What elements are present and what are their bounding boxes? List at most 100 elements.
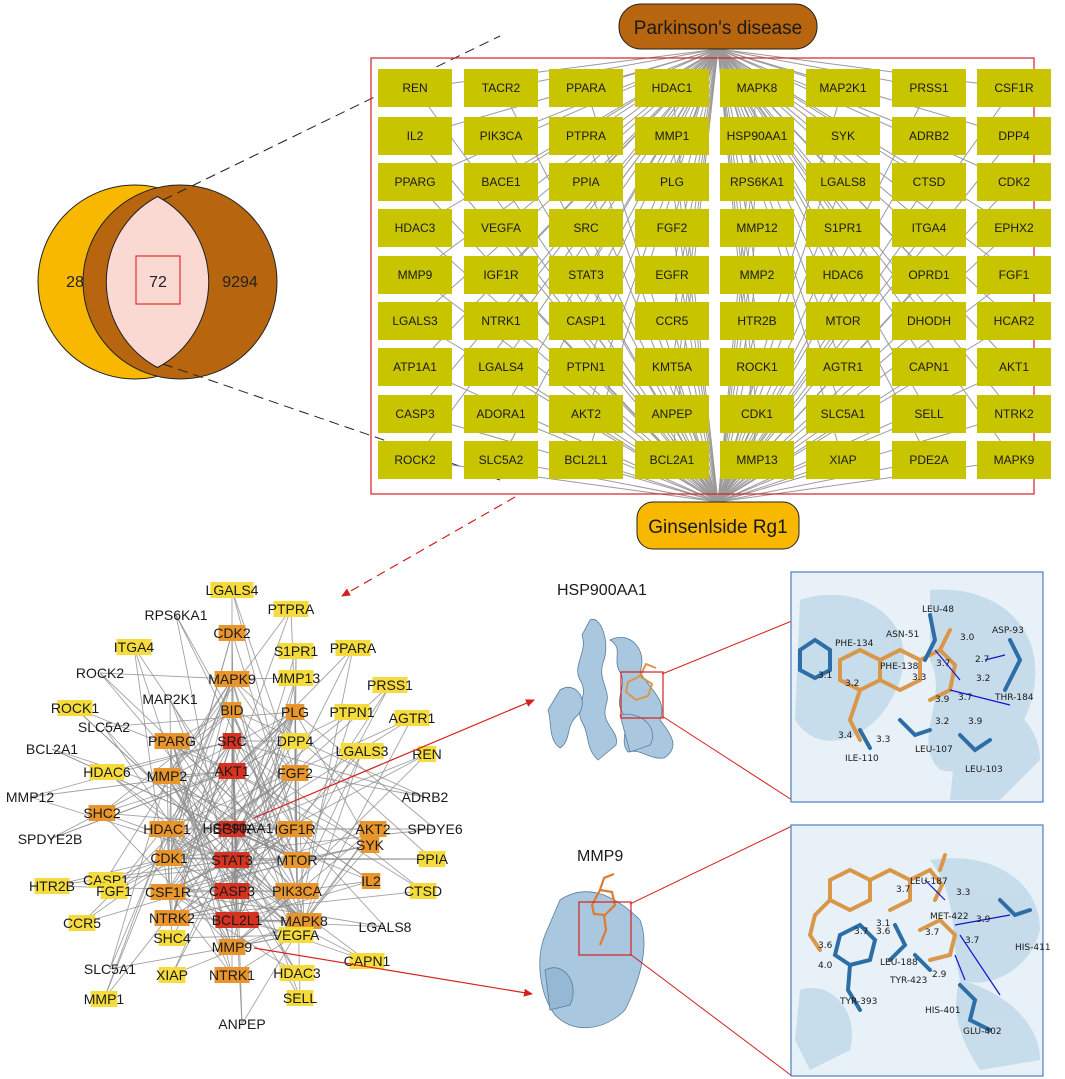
svg-text:3.7: 3.7 xyxy=(936,659,950,669)
grid-box xyxy=(892,395,966,433)
grid-box xyxy=(892,256,966,294)
grid-box xyxy=(720,441,794,479)
grid-label: BCL2A1 xyxy=(650,453,695,467)
network-edge xyxy=(166,775,233,830)
grid-to-network-arrow xyxy=(341,496,516,597)
grid-cell-pik3ca: PIK3CA xyxy=(464,117,538,155)
zoom-line-hsp90-bottom xyxy=(661,715,793,801)
svg-text:3.6: 3.6 xyxy=(876,927,891,937)
network-node-akt1: AKT1 xyxy=(214,763,250,779)
grid-label: ANPEP xyxy=(652,407,693,421)
grid-box xyxy=(378,441,452,479)
grid-label: HSP90AA1 xyxy=(727,129,788,143)
grid-label: CCR5 xyxy=(656,314,689,328)
network-node-fill xyxy=(273,601,309,617)
grid-label: SLC5A2 xyxy=(479,453,524,467)
grid-cell-cdk1: CDK1 xyxy=(720,395,794,433)
grid-edge-bottom xyxy=(717,366,1015,503)
network-node-label: PPIA xyxy=(416,851,449,867)
network-node-label: REN xyxy=(412,746,442,762)
network-node-label: PTPN1 xyxy=(329,704,374,720)
network-edge xyxy=(167,891,233,976)
grid-label: BACE1 xyxy=(481,175,521,189)
svg-text:ILE-110: ILE-110 xyxy=(845,754,879,764)
grid-box xyxy=(720,69,794,107)
grid-box xyxy=(977,302,1051,340)
network-node-akt2: AKT2 xyxy=(355,821,391,837)
svg-text:3.9: 3.9 xyxy=(935,695,950,705)
protein-ribbon-hsp90 xyxy=(795,589,1040,800)
network-node-fill xyxy=(214,883,250,899)
svg-text:3.2: 3.2 xyxy=(976,674,990,684)
svg-text:GLU-402: GLU-402 xyxy=(963,1027,1002,1037)
network-edge xyxy=(99,672,233,680)
network-node-label: AGTR1 xyxy=(389,710,436,726)
network-edge xyxy=(237,772,296,829)
grid-cell-bcl2a1: BCL2A1 xyxy=(635,441,709,479)
network-edge xyxy=(294,711,436,830)
network-node-mapk8: MAPK8 xyxy=(280,913,328,929)
svg-text:4.0: 4.0 xyxy=(818,961,833,971)
grid-cell-syk: SYK xyxy=(806,117,880,155)
network-node-mmp13: MMP13 xyxy=(272,670,320,686)
grid-label: ATP1A1 xyxy=(393,360,437,374)
network-node-htr2b: HTR2B xyxy=(29,878,75,894)
distance-labels-hsp90: 3.0 2.7 3.7 3.3 3.2 3.9 3.7 3.1 3.2 3.2 … xyxy=(818,633,990,745)
network-node-fill xyxy=(360,837,380,853)
svg-text:3.3: 3.3 xyxy=(876,735,890,745)
grid-box xyxy=(549,441,623,479)
network-node-ntrk1: NTRK1 xyxy=(209,967,255,983)
grid-cell-vegfa: VEGFA xyxy=(464,209,538,247)
svg-text:THR-184: THR-184 xyxy=(994,693,1034,703)
grid-cell-dpp4: DPP4 xyxy=(977,117,1051,155)
network-node-fill xyxy=(155,850,183,866)
network-node-map2k1: MAP2K1 xyxy=(142,691,197,707)
network-node-fill xyxy=(90,991,118,1007)
network-node-ren: REN xyxy=(412,746,442,762)
grid-cell-ptpra: PTPRA xyxy=(549,117,623,155)
network-edge xyxy=(231,632,296,830)
grid-label: CSF1R xyxy=(994,81,1034,95)
grid-box xyxy=(378,209,452,247)
network-node-agtr1: AGTR1 xyxy=(389,710,436,726)
venn-overlap xyxy=(105,195,210,369)
grid-cell-lgals3: LGALS3 xyxy=(378,302,452,340)
grid-box xyxy=(378,348,452,386)
network-edge xyxy=(167,891,386,928)
network-node-fill xyxy=(277,821,313,837)
grid-cell-ppia: PPIA xyxy=(549,163,623,201)
grid-label: IL2 xyxy=(407,129,424,143)
grid-label: RPS6KA1 xyxy=(730,175,784,189)
network-node-bcl2a1: BCL2A1 xyxy=(26,741,78,757)
grid-label: PIK3CA xyxy=(480,129,523,143)
grid-cell-casp1: CASP1 xyxy=(549,302,623,340)
grid-cell-rock2: ROCK2 xyxy=(378,441,452,479)
grid-box xyxy=(806,348,880,386)
network-node-csf1r: CSF1R xyxy=(145,884,191,900)
network-node-label: MTOR xyxy=(277,852,318,868)
svg-text:3.6: 3.6 xyxy=(818,941,833,951)
network-node-label: HSP90AA1 xyxy=(203,820,274,836)
network-edge xyxy=(231,858,433,861)
network-node-label: AKT2 xyxy=(355,821,390,837)
network-node-label: PLG xyxy=(281,704,309,720)
network-node-fill xyxy=(417,746,437,762)
grid-cell-il2: IL2 xyxy=(378,117,452,155)
grid-box xyxy=(378,69,452,107)
grid-box xyxy=(635,441,709,479)
docking-hsp90-title: HSP900AA1 xyxy=(557,582,647,599)
grid-cell-adora1: ADORA1 xyxy=(464,395,538,433)
grid-label: DPP4 xyxy=(998,129,1030,143)
grid-box xyxy=(892,441,966,479)
network-edge xyxy=(167,711,296,893)
network-edge xyxy=(113,740,233,892)
network-edge xyxy=(51,748,296,830)
network-edge xyxy=(113,772,296,892)
grid-box xyxy=(635,395,709,433)
grid-label: AGTR1 xyxy=(823,360,863,374)
network-edge xyxy=(303,844,371,922)
network-node-rock2: ROCK2 xyxy=(76,665,124,681)
svg-text:TYR-393: TYR-393 xyxy=(839,997,877,1007)
network-node-mmp12: MMP12 xyxy=(6,789,54,805)
